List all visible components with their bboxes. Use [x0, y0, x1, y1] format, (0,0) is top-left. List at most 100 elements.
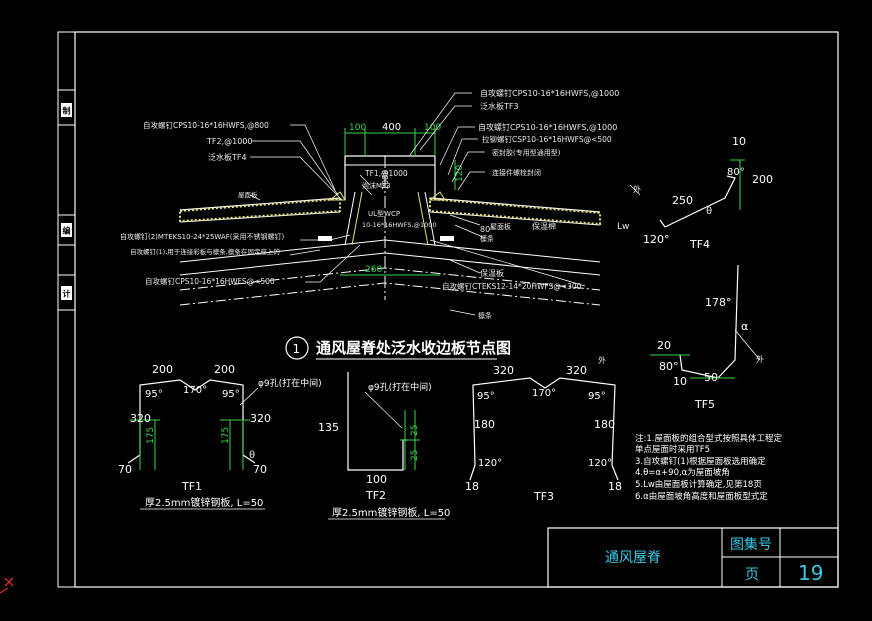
- callout-screw-cteks: 自攻螺钉CTEKS12-14*20HWFS@<300: [442, 281, 582, 291]
- tf4-lw: Lw: [617, 222, 629, 232]
- tf1-caption: 厚2.5mm镀锌钢板, L=50: [145, 496, 263, 509]
- tf5-dim-80deg: 80°: [659, 360, 679, 373]
- insulation-right: [429, 197, 601, 226]
- profile-tf5: 178° α 20 80° 10 50 外 TF5: [650, 264, 764, 411]
- dim-1000: 1000: [381, 170, 390, 190]
- detail-number: 1: [293, 342, 301, 356]
- tf3-dim-120-left: 120°: [478, 458, 502, 469]
- tf5-dim-20: 20: [657, 339, 671, 352]
- tf1-dim-175-left: 175: [146, 427, 156, 444]
- callout-roof-panel-left: 屋面板: [238, 190, 258, 199]
- tf4-outside: 外: [633, 184, 641, 194]
- tf5-name: TF5: [694, 398, 715, 411]
- tf1-dim-320-right: 320: [250, 412, 271, 425]
- profile-tf4: 10 80° 200 250 120° θ 外 Lw TF4: [617, 135, 773, 251]
- tf2-dim-25-top: 25: [410, 425, 420, 436]
- tf2-dim-135: 135: [318, 421, 339, 434]
- tf2-name: TF2: [365, 489, 386, 502]
- callout-tf1: TF1,@1000: [364, 169, 408, 178]
- tf5-outside: 外: [756, 354, 764, 364]
- tf2-dim-25-bottom: 25: [410, 450, 420, 461]
- tf1-dim-70-right: 70: [253, 463, 267, 476]
- profile-tf2: φ9孔(打在中间) 135 25 25 100 TF2 厚2.5mm镀锌钢板, …: [318, 372, 450, 520]
- callout-purlin-upper: 檩条: [480, 234, 494, 243]
- tf2-hole: φ9孔(打在中间): [368, 381, 432, 393]
- dim-100-right: 100: [424, 123, 441, 133]
- tf1-dim-70-left: 70: [118, 463, 132, 476]
- side-binding-strip: 制 编 计: [58, 89, 75, 311]
- note-line-2: 单点屋面时采用TF5: [635, 444, 710, 455]
- tf3-dim-170: 170°: [532, 388, 556, 399]
- callout-screw-top: 自攻螺钉CPS10-16*16HWFS,@1000: [480, 88, 619, 98]
- drawing-name: 通风屋脊: [605, 550, 661, 566]
- callout-bolt: 连接件螺栓封闭: [492, 168, 541, 177]
- callout-screw-left: 自攻螺钉CPS10-16*16HWFS,@800: [143, 120, 269, 130]
- tf3-dim-95-right: 95°: [588, 391, 606, 402]
- page-label: 页: [745, 567, 759, 583]
- tf4-theta: θ: [706, 206, 712, 217]
- tf3-name: TF3: [533, 490, 554, 503]
- tf3-dim-95-left: 95°: [477, 391, 495, 402]
- tf3-dim-180-left: 180: [474, 418, 495, 431]
- tf1-dim-170: 170°: [183, 385, 207, 396]
- note-line-4: 4.θ=α+90,α为屋面坡角: [635, 467, 730, 478]
- callout-rivet: 拉铆螺钉CSP10-16*16HWFS@<500: [482, 134, 612, 144]
- callout-screw-1: 自攻螺钉(1),用于连接彩板与檩条,檩条在固定座上的: [130, 247, 280, 256]
- tf1-name: TF1: [181, 480, 202, 493]
- insulation-left: [179, 197, 341, 223]
- tf3-dim-120-right: 120°: [588, 458, 612, 469]
- tf4-dim-120deg: 120°: [643, 233, 670, 246]
- note-line-3: 3.自攻螺钉(1)根据屋面板选用确定: [635, 456, 766, 467]
- tf1-dim-95-left: 95°: [145, 389, 163, 400]
- callout-tf4: 泛水板TF4: [208, 152, 247, 162]
- tf3-outside: 外: [598, 355, 606, 365]
- dim-120: 120: [455, 165, 465, 182]
- ucs-marker-icon: [0, 577, 14, 594]
- note-line-6: 6.α由屋面坡角高度和屋面板型式定: [635, 491, 768, 502]
- tf1-dim-200-right: 200: [214, 363, 235, 376]
- atlas-number-label: 图集号: [730, 536, 772, 553]
- side-label-box-3: [61, 286, 72, 300]
- tf3-dim-180-right: 180: [594, 418, 615, 431]
- profile-tf1: 200 200 95° 170° 95° φ9孔(打在中间) 320 320 1…: [118, 363, 322, 510]
- callout-screw-bottom: 自攻螺钉CPS10-16*16HWFS@<500: [145, 276, 275, 286]
- tf5-dim-178deg: 178°: [705, 296, 732, 309]
- callout-tf2: TF2,@1000: [206, 137, 252, 146]
- tf3-dim-320-left: 320: [493, 364, 514, 377]
- callout-foam: 泡沫MF3: [362, 181, 391, 190]
- side-label-box-2: [61, 223, 72, 237]
- detail-title: 通风屋脊处泛水收边板节点图: [316, 339, 511, 357]
- profile-tf3: 320 320 外 95° 170° 95° 180 180 120° 120°…: [465, 355, 622, 503]
- tf1-hole: φ9孔(打在中间): [258, 377, 322, 389]
- side-label-box-1: [61, 103, 72, 117]
- tf3-dim-320-right: 320: [566, 364, 587, 377]
- tf4-name: TF4: [689, 238, 710, 251]
- callout-screw-right: 自攻螺钉CPS10-16*16HWFS,@1000: [478, 122, 617, 132]
- tf4-dim-200: 200: [752, 173, 773, 186]
- note-line-1: 注:1.屋面板的组合型式按照具体工程定: [635, 433, 782, 444]
- tf2-caption: 厚2.5mm镀锌钢板, L=50: [332, 506, 450, 519]
- tf1-theta: θ: [249, 450, 255, 461]
- callout-insulation-wool: 保温棉: [532, 221, 556, 231]
- tf5-dim-10: 10: [673, 375, 687, 388]
- side-label-3: 计: [63, 289, 71, 299]
- callout-ul-bracket: UL型WCP: [368, 209, 400, 218]
- tf2-dim-100: 100: [366, 473, 387, 486]
- tf5-dim-50: 50: [704, 371, 718, 384]
- notes: 注:1.屋面板的组合型式按照具体工程定 单点屋面时采用TF5 3.自攻螺钉(1)…: [635, 433, 782, 502]
- callout-screw-2: 自攻螺钉(2)MTEKS10-24*25WAF(采用不锈钢螺钉): [120, 232, 285, 241]
- callout-insulation-board: 保温板: [480, 268, 504, 278]
- detail-number-circle: [285, 336, 309, 360]
- callout-purlin: 檩条: [478, 311, 492, 320]
- tf1-dim-320-left: 320: [130, 412, 151, 425]
- ridge-detail: 100 400 100 120 260 1000 80°: [120, 88, 619, 360]
- callout-bracket-screw: 10-16*16HWFS,@1000: [362, 221, 437, 229]
- tf3-dim-18-right: 18: [608, 480, 622, 493]
- callout-sealant: 密封胶(专用型通用型): [492, 148, 561, 157]
- tf5-alpha: α: [741, 320, 748, 333]
- tf3-dim-18-left: 18: [465, 480, 479, 493]
- dim-100-left: 100: [349, 123, 366, 133]
- tf4-dim-10: 10: [732, 135, 746, 148]
